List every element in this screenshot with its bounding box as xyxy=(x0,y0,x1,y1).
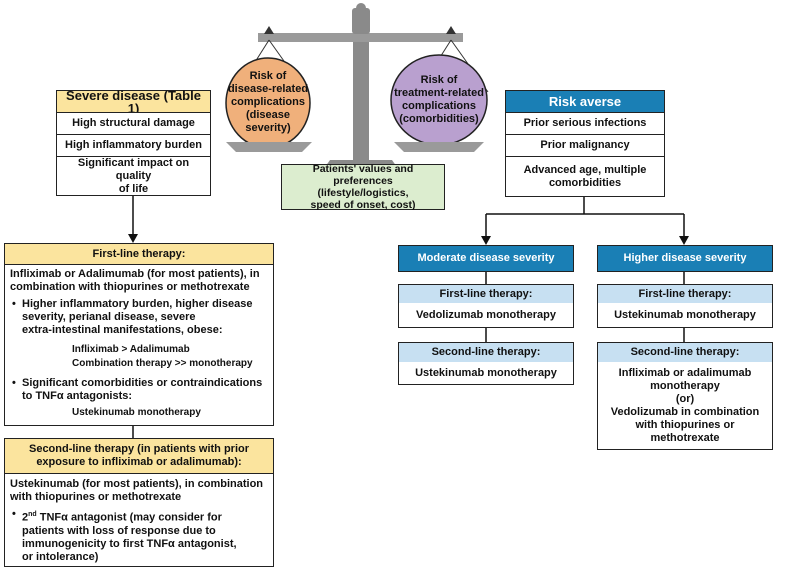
higher-first-text: Ustekinumab monotherapy xyxy=(597,303,773,328)
severe-item-inflammatory: High inflammatory burden xyxy=(56,134,211,157)
second-line-title: Second-line therapy (in patients with pr… xyxy=(4,438,274,474)
left-hook xyxy=(264,26,274,34)
scale-pivot-knob xyxy=(356,3,366,13)
bullet-superscript: nd xyxy=(28,511,37,518)
first-line-bullet-1-sub1: Infliximab > Adalimumab xyxy=(72,344,190,355)
scale-post xyxy=(353,42,369,162)
first-line-bullet-1-sub2: Combination therapy >> monotherapy xyxy=(72,358,253,369)
scale-beam xyxy=(258,33,463,42)
risk-averse-title: Risk averse xyxy=(505,90,665,113)
arrowhead-moderate xyxy=(481,236,491,245)
first-line-bullet-1: Higher inflammatory burden, higher disea… xyxy=(22,298,253,336)
treatment-risk-label: Risk of treatment-related complications … xyxy=(394,74,484,125)
bullet-dot-2: • xyxy=(12,377,16,389)
moderate-first-title: First-line therapy: xyxy=(398,284,574,304)
second-line-bullet-text: TNFα antagonist (may consider for patien… xyxy=(22,511,237,563)
higher-severity-title: Higher disease severity xyxy=(597,245,773,272)
scale-pivot-top xyxy=(352,8,370,34)
right-hook xyxy=(446,26,456,34)
higher-second-title: Second-line therapy: xyxy=(597,342,773,363)
first-line-title: First-line therapy: xyxy=(4,243,274,265)
first-line-bullet-2: Significant comorbidities or contraindic… xyxy=(22,377,263,402)
risk-item-age: Advanced age, multiple comorbidities xyxy=(505,156,665,197)
severe-item-structural: High structural damage xyxy=(56,112,211,135)
left-pan xyxy=(226,142,312,152)
arrowhead-higher xyxy=(679,236,689,245)
disease-risk-label: Risk of disease-related complications (d… xyxy=(227,70,309,134)
moderate-severity-title: Moderate disease severity xyxy=(398,245,574,272)
moderate-second-title: Second-line therapy: xyxy=(398,342,574,363)
second-line-intro: Ustekinumab (for most patients), in comb… xyxy=(10,478,264,503)
severe-item-quality: Significant impact on quality of life xyxy=(56,156,211,196)
first-line-panel xyxy=(4,243,274,426)
moderate-first-text: Vedolizumab monotherapy xyxy=(398,303,574,328)
first-line-bullet-2-sub: Ustekinumab monotherapy xyxy=(72,407,201,418)
severe-disease-title: Severe disease (Table 1) xyxy=(56,89,211,115)
moderate-second-text: Ustekinumab monotherapy xyxy=(398,362,574,385)
bullet-dot-3: • xyxy=(12,508,16,520)
first-line-intro: Infliximab or Adalimumab (for most patie… xyxy=(10,268,260,293)
higher-first-title: First-line therapy: xyxy=(597,284,773,304)
higher-second-text: Infliximab or adalimumab monotherapy (or… xyxy=(597,362,773,450)
bullet-number: 2 xyxy=(22,511,29,524)
second-line-bullet: 2nd TNFα antagonist (may consider for pa… xyxy=(22,508,274,564)
arrowhead-first xyxy=(128,234,138,243)
risk-item-infections: Prior serious infections xyxy=(505,112,665,135)
bullet-dot-1: • xyxy=(12,298,16,310)
patient-values-box: Patients' values and preferences (lifest… xyxy=(281,163,445,211)
right-pan xyxy=(394,142,484,152)
risk-item-malignancy: Prior malignancy xyxy=(505,134,665,157)
